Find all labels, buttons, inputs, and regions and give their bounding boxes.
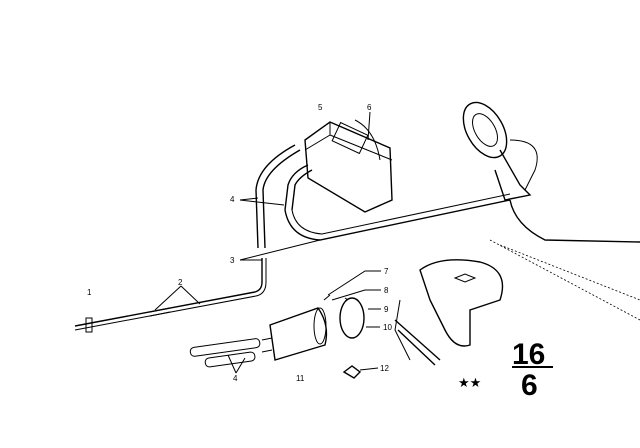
fuel-filter	[261, 307, 328, 361]
callout-6: 6	[367, 103, 372, 112]
callout-11: 11	[296, 374, 305, 383]
fuel-tank-body	[394, 199, 640, 366]
callout-4-upper: 4	[230, 195, 235, 204]
callout-4-lower: 4	[233, 374, 238, 383]
callout-8: 8	[384, 286, 389, 295]
callout-7: 7	[384, 267, 389, 276]
clip	[342, 365, 362, 379]
callout-3: 3	[230, 256, 235, 265]
callout-1: 1	[87, 288, 92, 297]
clamp	[323, 294, 365, 339]
filler-neck	[462, 101, 538, 201]
hose-pieces	[189, 338, 261, 368]
callout-5: 5	[318, 103, 323, 112]
hose-upper	[255, 144, 511, 249]
callout-10: 10	[383, 323, 392, 332]
callout-2: 2	[178, 278, 183, 287]
star-marker: ★★	[458, 376, 481, 391]
page-group-number: 16	[512, 338, 545, 371]
callout-12: 12	[380, 364, 389, 373]
callout-9: 9	[384, 305, 389, 314]
leader-lines	[154, 111, 381, 374]
expansion-tank	[304, 119, 393, 213]
page-sheet-number: 6	[521, 369, 538, 402]
fuel-line-pipe	[74, 258, 267, 333]
